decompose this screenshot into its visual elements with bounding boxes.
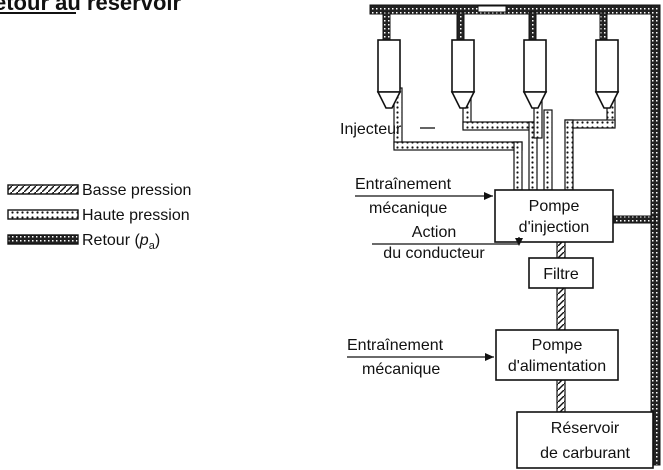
feed-pump: Pompe d'alimentation [495,329,619,381]
injector-label: Injecteur [340,121,402,138]
filter: Filtre [528,257,594,289]
legend-return: Retour (pa) [82,232,160,252]
manifold-marker [477,5,507,13]
header-fragment: etour au réservoir [0,0,182,15]
mech-drive-2-line1: Entraînement [347,337,444,354]
injection-pump: Pompe d'injection [494,189,614,243]
legend-swatch-low-pressure [7,184,79,195]
legend-swatch-high-pressure [7,209,79,220]
tank-line2: de carburant [540,445,630,462]
injector-1 [376,39,402,109]
filter-label: Filtre [543,266,579,283]
feed-pump-line2: d'alimentation [508,358,606,375]
mech-drive-1-arrowhead [484,192,493,200]
mech-drive-2-arrowhead [485,353,494,361]
legend: Basse pression Haute pression Retour (pa… [7,182,191,252]
injectors [376,39,620,109]
legend-high-pressure: Haute pression [82,207,190,224]
injector-4 [594,39,620,109]
mech-drive-1-line2: mécanique [369,200,447,217]
driver-action-line1: Action [412,224,456,241]
legend-swatch-return [7,234,79,245]
high-pressure-lines [393,87,616,191]
driver-action-line2: du conducteur [383,245,485,262]
legend-low-pressure: Basse pression [82,182,191,199]
injector-2 [450,39,476,109]
injection-pump-line2: d'injection [519,219,590,236]
fuel-tank: Réservoir de carburant [516,411,654,469]
feed-pump-line1: Pompe [532,337,583,354]
injection-pump-line1: Pompe [529,198,580,215]
injector-3 [522,39,548,109]
mech-drive-1-line1: Entraînement [355,176,452,193]
mech-drive-2-line2: mécanique [362,361,440,378]
driver-action-arrowhead [515,238,523,246]
tank-line1: Réservoir [551,420,620,437]
